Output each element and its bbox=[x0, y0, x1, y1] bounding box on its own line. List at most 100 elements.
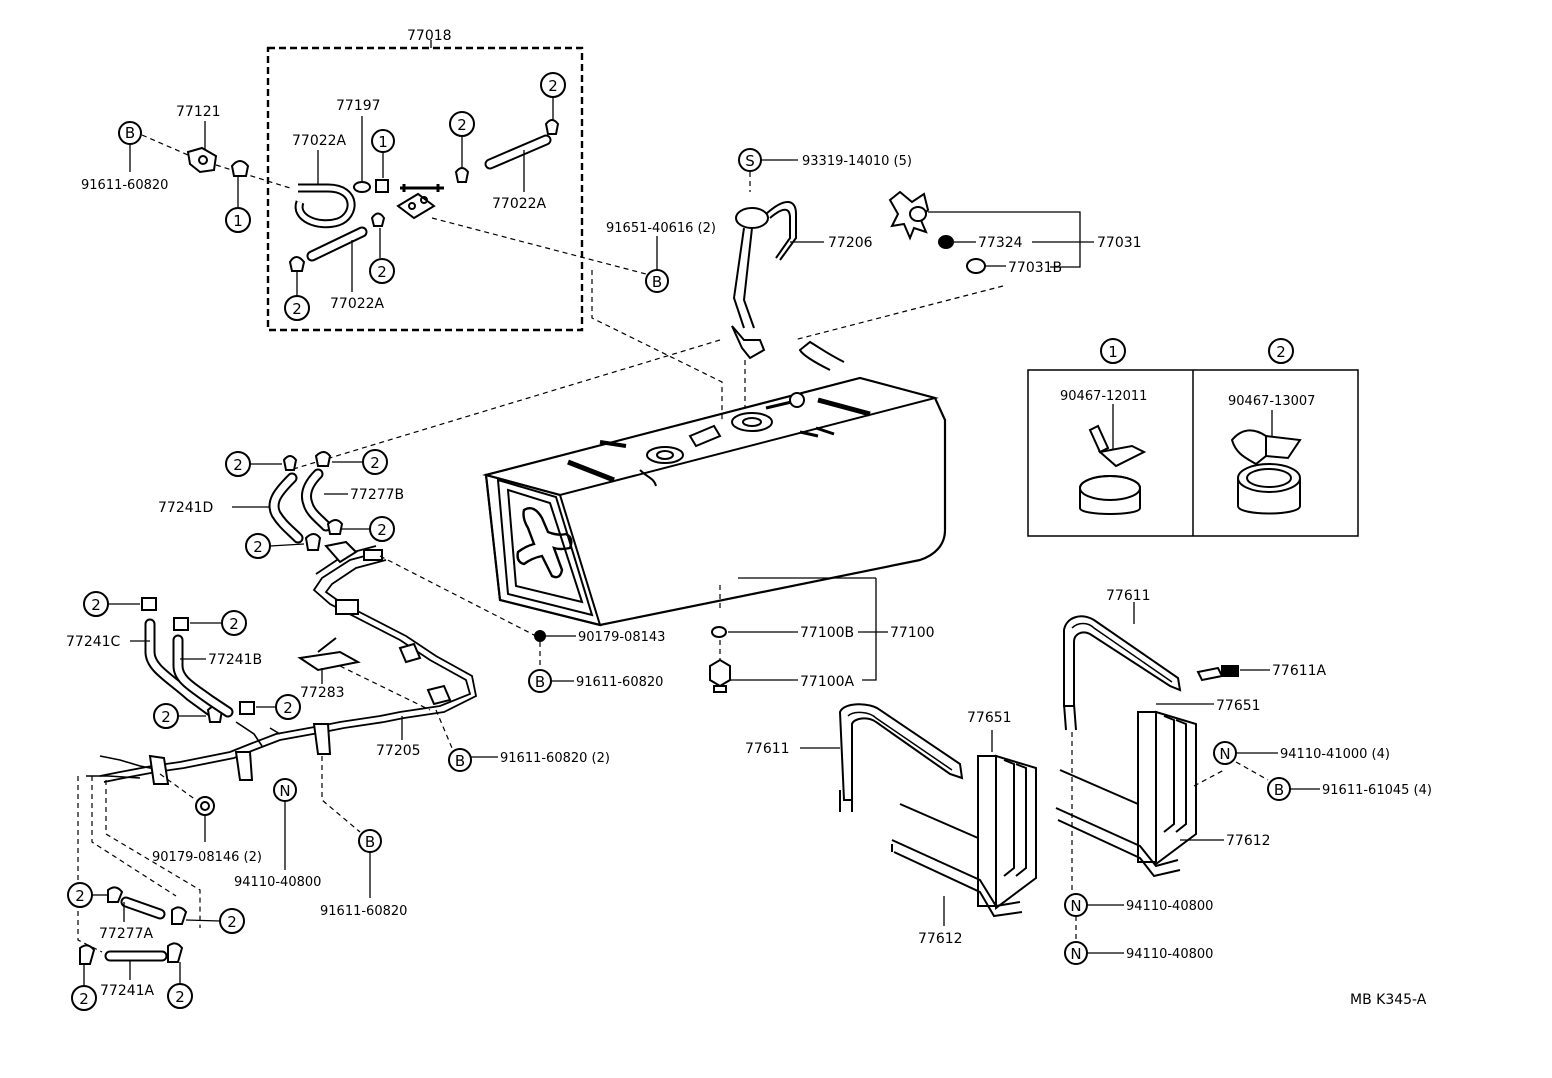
label-77022a-right: 77022A bbox=[492, 196, 547, 212]
marker-b-lines: B 91611-60820 (2) bbox=[448, 748, 610, 772]
svg-text:1: 1 bbox=[378, 133, 388, 151]
svg-text:2: 2 bbox=[253, 538, 263, 556]
label-94110-41000: 94110-41000 (4) bbox=[1280, 747, 1390, 762]
label-77611-b: 77611 bbox=[1106, 588, 1151, 604]
marker-b-right: B 91611-61045 (4) bbox=[1267, 777, 1432, 801]
label-77022a-bottom: 77022A bbox=[330, 296, 385, 312]
svg-text:2: 2 bbox=[377, 263, 387, 281]
fuel-lines-77205: 77205 bbox=[86, 540, 537, 785]
label-91611-60820: 91611-60820 bbox=[81, 178, 168, 193]
strap-77611-left: 77611 bbox=[745, 703, 964, 812]
bracket-77283: 77283 bbox=[297, 637, 431, 711]
label-90467-12011: 90467-12011 bbox=[1060, 389, 1147, 404]
svg-text:2: 2 bbox=[548, 77, 558, 95]
label-77022a-top: 77022A bbox=[292, 133, 347, 149]
clamp-inset-box: 1 2 90467-12011 90467-13007 bbox=[1027, 338, 1359, 537]
label-77031b: 77031B bbox=[1008, 260, 1062, 276]
drain-plug: 77100B 77100 77100A bbox=[709, 585, 935, 693]
marker-b-1: B 91611-60820 bbox=[81, 121, 168, 193]
svg-text:B: B bbox=[365, 833, 375, 851]
svg-text:B: B bbox=[535, 673, 545, 691]
bolt-90179-08143: 90179-08143 B 91611-60820 bbox=[528, 630, 665, 693]
label-77121: 77121 bbox=[176, 104, 221, 120]
hose-77241c: 2 77241C 2 bbox=[66, 591, 224, 729]
label-91651-40616: 91651-40616 (2) bbox=[606, 221, 716, 236]
hose-77241b: 2 77241B 2 bbox=[172, 610, 301, 720]
label-93319-14010: 93319-14010 (5) bbox=[802, 154, 912, 169]
label-77283: 77283 bbox=[300, 685, 345, 701]
hose-77022a-right: 77022A 2 2 bbox=[449, 72, 566, 212]
label-91611-60820-b: 91611-60820 bbox=[576, 675, 663, 690]
marker-b-lower: B 91611-60820 bbox=[320, 829, 407, 919]
label-77100: 77100 bbox=[890, 625, 935, 641]
label-77612-b: 77612 bbox=[1226, 833, 1271, 849]
part-77121: 77121 bbox=[141, 104, 291, 189]
clip-type1-inbox: 1 bbox=[371, 129, 395, 193]
label-77018: 77018 bbox=[407, 28, 452, 44]
svg-text:2: 2 bbox=[457, 116, 467, 134]
svg-text:2: 2 bbox=[161, 708, 171, 726]
svg-text:2: 2 bbox=[377, 521, 387, 539]
svg-text:2: 2 bbox=[175, 988, 185, 1006]
hose-77022a-loop: 77022A 77197 bbox=[292, 98, 381, 229]
part-77031-filler: 77324 77031 77031B bbox=[793, 190, 1142, 341]
part-77206-sender: S 93319-14010 (5) 77206 bbox=[289, 148, 912, 471]
label-77241b: 77241B bbox=[208, 652, 262, 668]
svg-text:2: 2 bbox=[79, 990, 89, 1008]
svg-text:N: N bbox=[1070, 897, 1081, 915]
label-77651-b: 77651 bbox=[1216, 698, 1261, 714]
label-77277b: 77277B bbox=[350, 487, 404, 503]
label-77277a: 77277A bbox=[99, 926, 154, 942]
svg-text:B: B bbox=[125, 124, 135, 142]
label-91611-61045: 91611-61045 (4) bbox=[1322, 783, 1432, 798]
diagram-code: MB K345-A bbox=[1350, 992, 1427, 1008]
label-91611-60820-2: 91611-60820 (2) bbox=[500, 751, 610, 766]
hose-77277b: 2 77277B 2 bbox=[300, 449, 404, 542]
svg-text:2: 2 bbox=[75, 887, 85, 905]
label-77197: 77197 bbox=[336, 98, 381, 114]
svg-text:1: 1 bbox=[233, 212, 243, 230]
svg-text:B: B bbox=[652, 273, 662, 291]
lower-left-hoses: 2 2 77277A 2 2 77241A bbox=[67, 776, 245, 1011]
svg-text:2: 2 bbox=[233, 456, 243, 474]
svg-text:N: N bbox=[1219, 745, 1230, 763]
label-77611a: 77611A bbox=[1272, 663, 1327, 679]
svg-text:N: N bbox=[1070, 945, 1081, 963]
label-77206: 77206 bbox=[828, 235, 873, 251]
fuel-tank-77100 bbox=[482, 340, 947, 681]
label-77241c: 77241C bbox=[66, 634, 121, 650]
label-77031: 77031 bbox=[1097, 235, 1142, 251]
marker-n-3: N 94110-40800 bbox=[1064, 732, 1213, 940]
svg-text:2: 2 bbox=[292, 300, 302, 318]
strap-77612-right: 77612 bbox=[1055, 769, 1271, 878]
svg-text:2: 2 bbox=[283, 699, 293, 717]
label-77100b: 77100B bbox=[800, 625, 854, 641]
marker-n-4: N 94110-40800 bbox=[1064, 941, 1213, 965]
label-90179-08143: 90179-08143 bbox=[578, 630, 665, 645]
fitting-bracket bbox=[396, 184, 444, 220]
svg-text:B: B bbox=[455, 752, 465, 770]
label-94110-40800-a: 94110-40800 bbox=[234, 875, 321, 890]
label-77611-a: 77611 bbox=[745, 741, 790, 757]
svg-text:2: 2 bbox=[91, 596, 101, 614]
hose-77022a-lower: 2 77022A 2 bbox=[284, 212, 395, 321]
label-77651-a: 77651 bbox=[967, 710, 1012, 726]
label-77324: 77324 bbox=[978, 235, 1023, 251]
marker-b-2: B 91651-40616 (2) bbox=[606, 221, 716, 293]
svg-text:N: N bbox=[279, 782, 290, 800]
label-90179-08146: 90179-08146 (2) bbox=[152, 850, 262, 865]
label-77612-a: 77612 bbox=[918, 931, 963, 947]
hose-77241d: 2 77241D 2 bbox=[158, 451, 322, 559]
strap-77611-right: 77611 bbox=[1063, 588, 1182, 731]
svg-text:2: 2 bbox=[370, 454, 380, 472]
svg-text:1: 1 bbox=[1108, 343, 1118, 361]
grommet-90179-08146: 90179-08146 (2) bbox=[152, 773, 262, 865]
label-77205: 77205 bbox=[376, 743, 421, 759]
label-77100a: 77100A bbox=[800, 674, 855, 690]
bolt-77611a: 77611A bbox=[1196, 663, 1327, 682]
clip-type1: 1 bbox=[225, 160, 251, 233]
svg-text:2: 2 bbox=[229, 615, 239, 633]
label-91611-60820-c: 91611-60820 bbox=[320, 904, 407, 919]
strap-77612-left: 77612 bbox=[891, 803, 1023, 947]
